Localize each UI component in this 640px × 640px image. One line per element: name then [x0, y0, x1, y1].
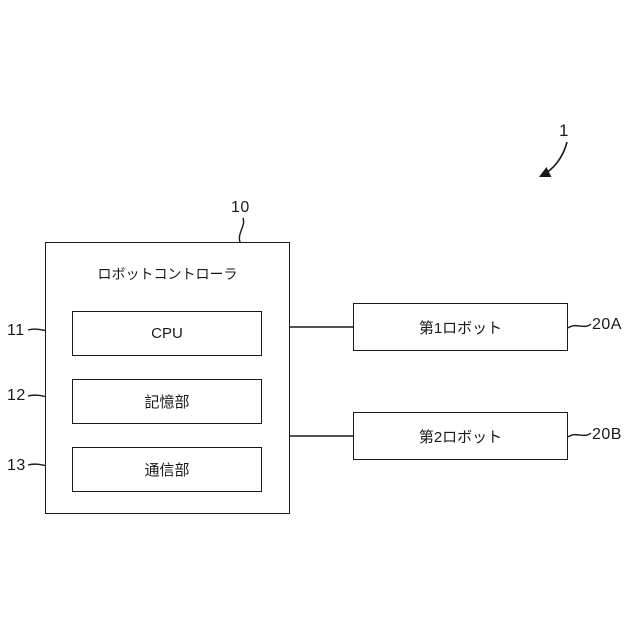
leader-line-20A — [567, 323, 592, 329]
comm-label: 通信部 — [144, 462, 190, 479]
comm-ref-label: 13 — [7, 457, 26, 474]
robot-controller-title: ロボットコントローラ — [97, 266, 238, 282]
figure-ref-label: 1 — [559, 121, 569, 140]
memory-label: 記憶部 — [144, 394, 190, 411]
leader-line-10 — [238, 217, 245, 243]
robot2-label: 第2ロボット — [418, 428, 503, 446]
controller-ref-label: 10 — [231, 199, 250, 216]
figure-arrow-icon — [538, 141, 568, 178]
robot1-ref-label: 20A — [592, 316, 622, 333]
cpu-ref-label: 11 — [7, 322, 25, 339]
memory-ref-label: 12 — [7, 387, 26, 404]
robot1-box: 第1ロボット — [353, 303, 568, 351]
memory-box: 記憶部 — [72, 379, 262, 424]
comm-box: 通信部 — [72, 447, 262, 492]
cpu-box: CPU — [72, 311, 262, 356]
robot2-box: 第2ロボット — [353, 412, 568, 460]
robot-controller-box: ロボットコントローラ CPU 記憶部 通信部 — [45, 242, 290, 514]
leader-line-20B — [567, 432, 592, 438]
robot2-ref-label: 20B — [592, 426, 622, 443]
robot1-label: 第1ロボット — [418, 319, 503, 337]
cpu-label: CPU — [151, 325, 183, 342]
